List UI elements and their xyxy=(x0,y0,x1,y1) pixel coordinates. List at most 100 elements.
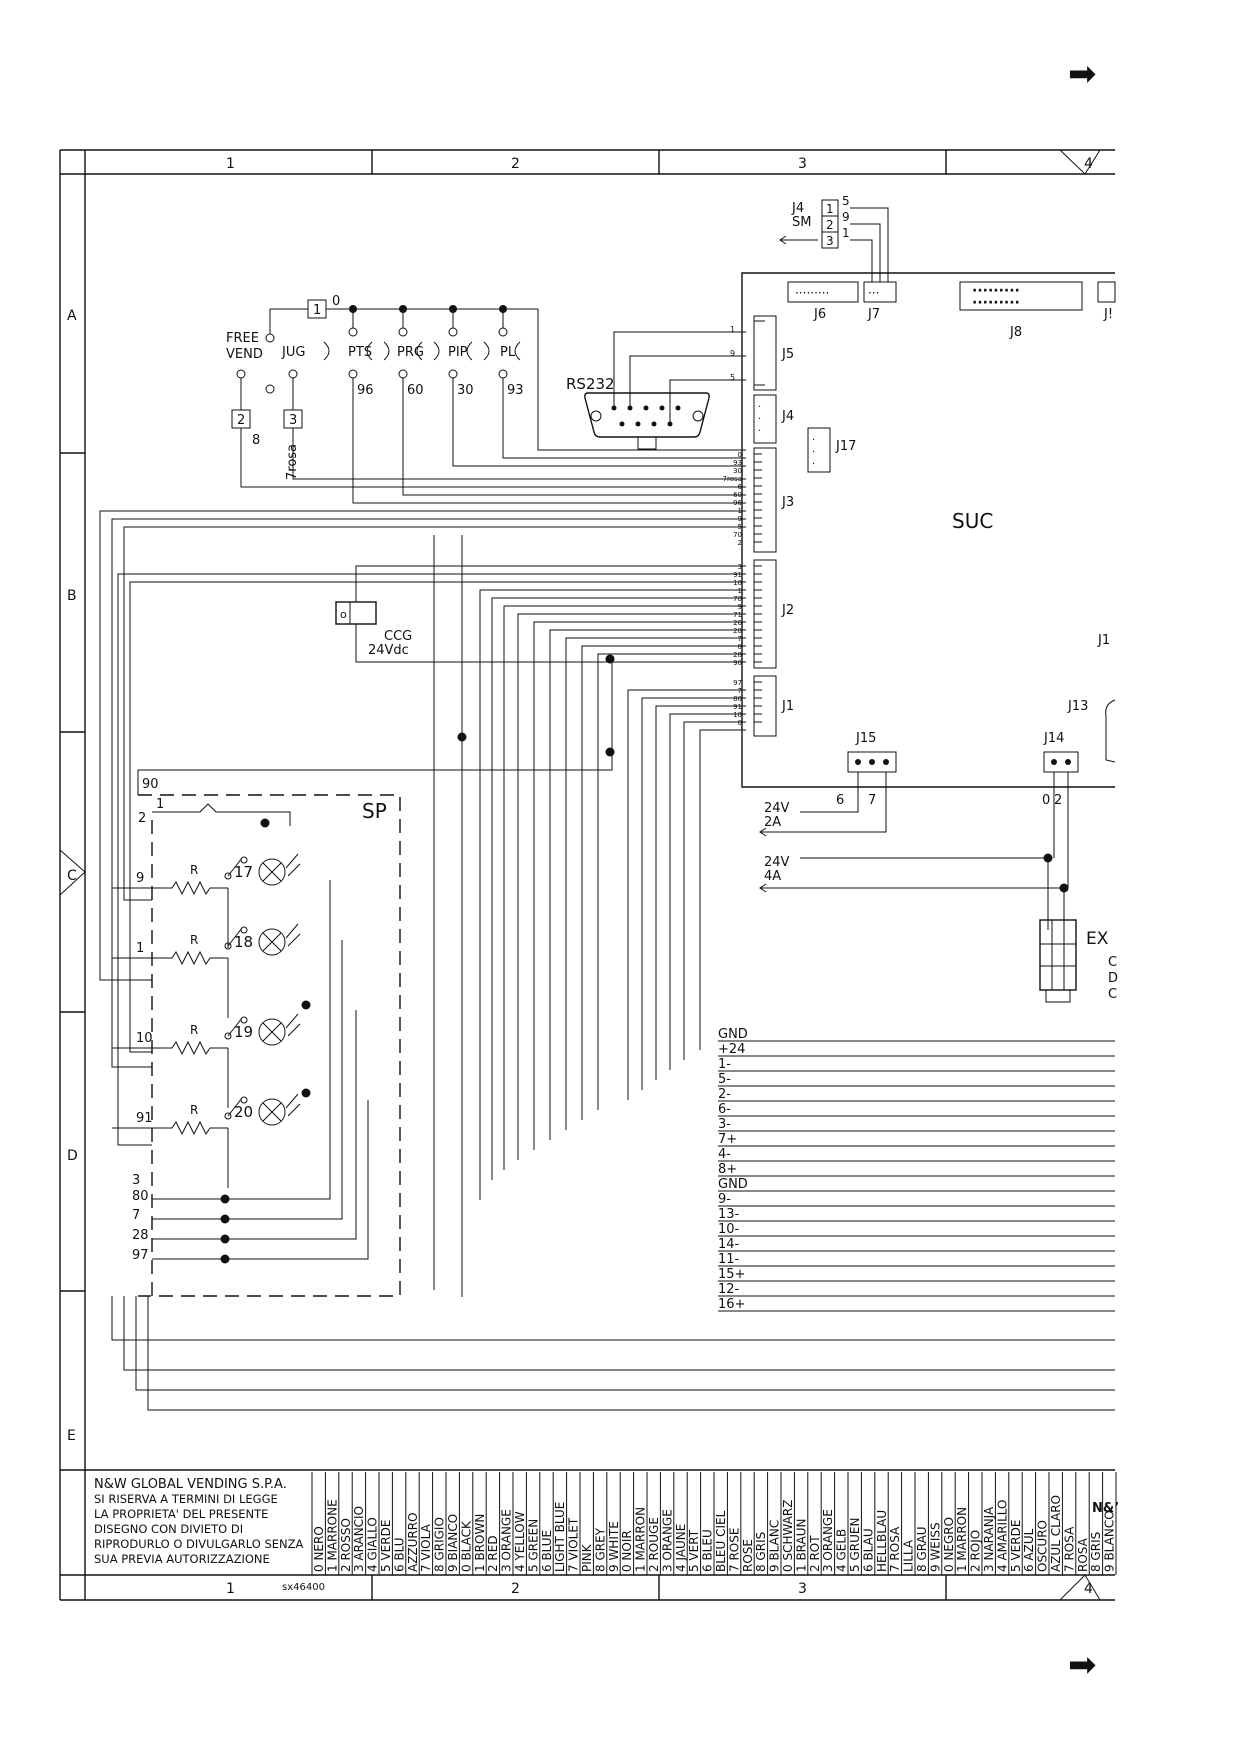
legend-entry: 7 ROSE xyxy=(727,1528,741,1572)
cable-label: 14- xyxy=(718,1237,740,1252)
grid-col-2-bottom: 2 xyxy=(511,1581,520,1597)
svg-text:1: 1 xyxy=(826,202,834,216)
svg-text:SUA PREVIA AUTORIZZAZIONE: SUA PREVIA AUTORIZZAZIONE xyxy=(94,1552,270,1566)
wire xyxy=(503,605,746,1170)
svg-text:3: 3 xyxy=(826,234,834,248)
legend-entry: 7 ROSA xyxy=(1062,1526,1076,1572)
svg-text:o: o xyxy=(340,608,347,621)
legend-entry: 6 BLUE xyxy=(540,1530,554,1572)
legend-entry: 8 GRIS xyxy=(754,1532,768,1572)
j6-connector: ········· J6 xyxy=(787,281,859,322)
next-page-arrow-top[interactable]: ➡ xyxy=(1068,54,1097,94)
j9-connector-partial: J! xyxy=(1097,281,1116,322)
svg-text:J3: J3 xyxy=(781,495,794,510)
svg-text:93: 93 xyxy=(507,383,524,398)
svg-text:·: · xyxy=(812,459,815,470)
cable-label: GND xyxy=(718,1027,748,1042)
svg-text:2: 2 xyxy=(237,413,245,428)
suc-label: SUC xyxy=(952,509,993,533)
svg-text:J15: J15 xyxy=(855,731,876,746)
resistor-label: R xyxy=(190,863,198,877)
cable-label: 4- xyxy=(718,1147,731,1162)
svg-text:J1: J1 xyxy=(781,699,794,714)
svg-text:1: 1 xyxy=(313,303,321,318)
lamp-wire-label: 10 xyxy=(136,1031,153,1046)
legend-entry: 7 VIOLET xyxy=(567,1517,581,1572)
cable-label: 13- xyxy=(718,1207,740,1222)
legend-entry: 9 BIANCO xyxy=(446,1514,460,1572)
cable-label: 2- xyxy=(718,1087,731,1102)
wire xyxy=(152,940,343,1220)
j15-connector: J15 6 7 xyxy=(800,731,897,833)
svg-text:1: 1 xyxy=(730,325,735,334)
j1-pin-label: 0 xyxy=(738,719,742,727)
j7-connector: ··· J7 xyxy=(863,281,897,322)
wire xyxy=(479,589,746,1200)
j1-pin-label: 7 xyxy=(738,687,742,695)
j3-pin-label: 30 xyxy=(733,467,742,475)
company-name: N&W GLOBAL VENDING S.P.A. xyxy=(94,1477,287,1492)
lamp-wire-label: 91 xyxy=(136,1111,153,1126)
ccg-coil: o CCG 24Vdc xyxy=(335,565,746,663)
wire xyxy=(152,880,331,1200)
wire xyxy=(129,581,746,1053)
wire xyxy=(491,597,746,1180)
svg-text:6: 6 xyxy=(836,793,844,808)
svg-text:J4: J4 xyxy=(781,409,794,424)
svg-text:C: C xyxy=(1108,987,1117,1002)
rs232-label: RS232 xyxy=(566,375,615,393)
legend-entry: 3 ARANCIO xyxy=(352,1506,366,1572)
wire-bundle xyxy=(99,510,1115,1411)
rs232-connector[interactable]: RS232 xyxy=(566,331,746,450)
grid-col-4-top: 4 xyxy=(1084,156,1093,172)
j5-connector: J5 1 9 5 xyxy=(730,315,794,391)
wire xyxy=(565,637,746,1130)
legend-entry: LIGHT BLUE xyxy=(553,1502,567,1572)
next-page-arrow-bottom[interactable]: ➡ xyxy=(1068,1645,1097,1685)
cable-label: 1- xyxy=(718,1057,731,1072)
cable-label: 9- xyxy=(718,1192,731,1207)
legend-entry: PINK xyxy=(580,1543,594,1572)
sp-bottom-wire-label: 7 xyxy=(132,1208,140,1223)
svg-text:5: 5 xyxy=(730,373,735,382)
legend-entry: 8 GREY xyxy=(593,1527,607,1572)
sm-label: SM xyxy=(792,215,811,230)
legend-entry: 5 VERDE xyxy=(379,1520,393,1572)
legend-entry: 5 GRUEN xyxy=(848,1518,862,1572)
svg-text:J2: J2 xyxy=(781,603,794,618)
junction-dot xyxy=(605,654,615,664)
j4-top-label: J4 xyxy=(791,201,804,216)
lamp-wire-label: 9 xyxy=(136,871,144,886)
legend-entry: 0 BLACK xyxy=(459,1520,473,1572)
svg-text:J6: J6 xyxy=(813,307,826,322)
svg-text:FREE: FREE xyxy=(226,331,259,346)
legend-entry: 2 ROUGE xyxy=(647,1517,661,1572)
grid-row-d: D xyxy=(67,1148,78,1164)
legend-entry: 3 NARANJA xyxy=(982,1506,996,1572)
wire xyxy=(99,510,746,981)
lamp-number: 20 xyxy=(234,1103,253,1121)
cable-label: 12- xyxy=(718,1282,740,1297)
sp-bottom-wire-label: 3 xyxy=(132,1173,140,1188)
wire xyxy=(111,1296,1115,1341)
sp-label: SP xyxy=(362,799,387,823)
svg-text:J17: J17 xyxy=(835,439,856,454)
title-block: N&W GLOBAL VENDING S.P.A. SI RISERVA A T… xyxy=(94,1477,1119,1593)
j3-pin-label: 2 xyxy=(738,539,742,547)
legend-entry: 0 NEGRO xyxy=(942,1517,956,1572)
wire xyxy=(641,697,746,1090)
drawing-number: sx46400 xyxy=(282,1582,325,1593)
jug-label: JUG xyxy=(281,345,305,360)
wire xyxy=(655,705,746,1080)
legend-entry: 0 SCHWARZ xyxy=(781,1500,795,1572)
legend-entry: AZZURRO xyxy=(406,1512,420,1572)
svg-text:·········: ········· xyxy=(972,283,1020,299)
legend-entry: AZUL CLARO xyxy=(1049,1495,1063,1572)
legend-entry: 8 GRAU xyxy=(915,1526,929,1572)
